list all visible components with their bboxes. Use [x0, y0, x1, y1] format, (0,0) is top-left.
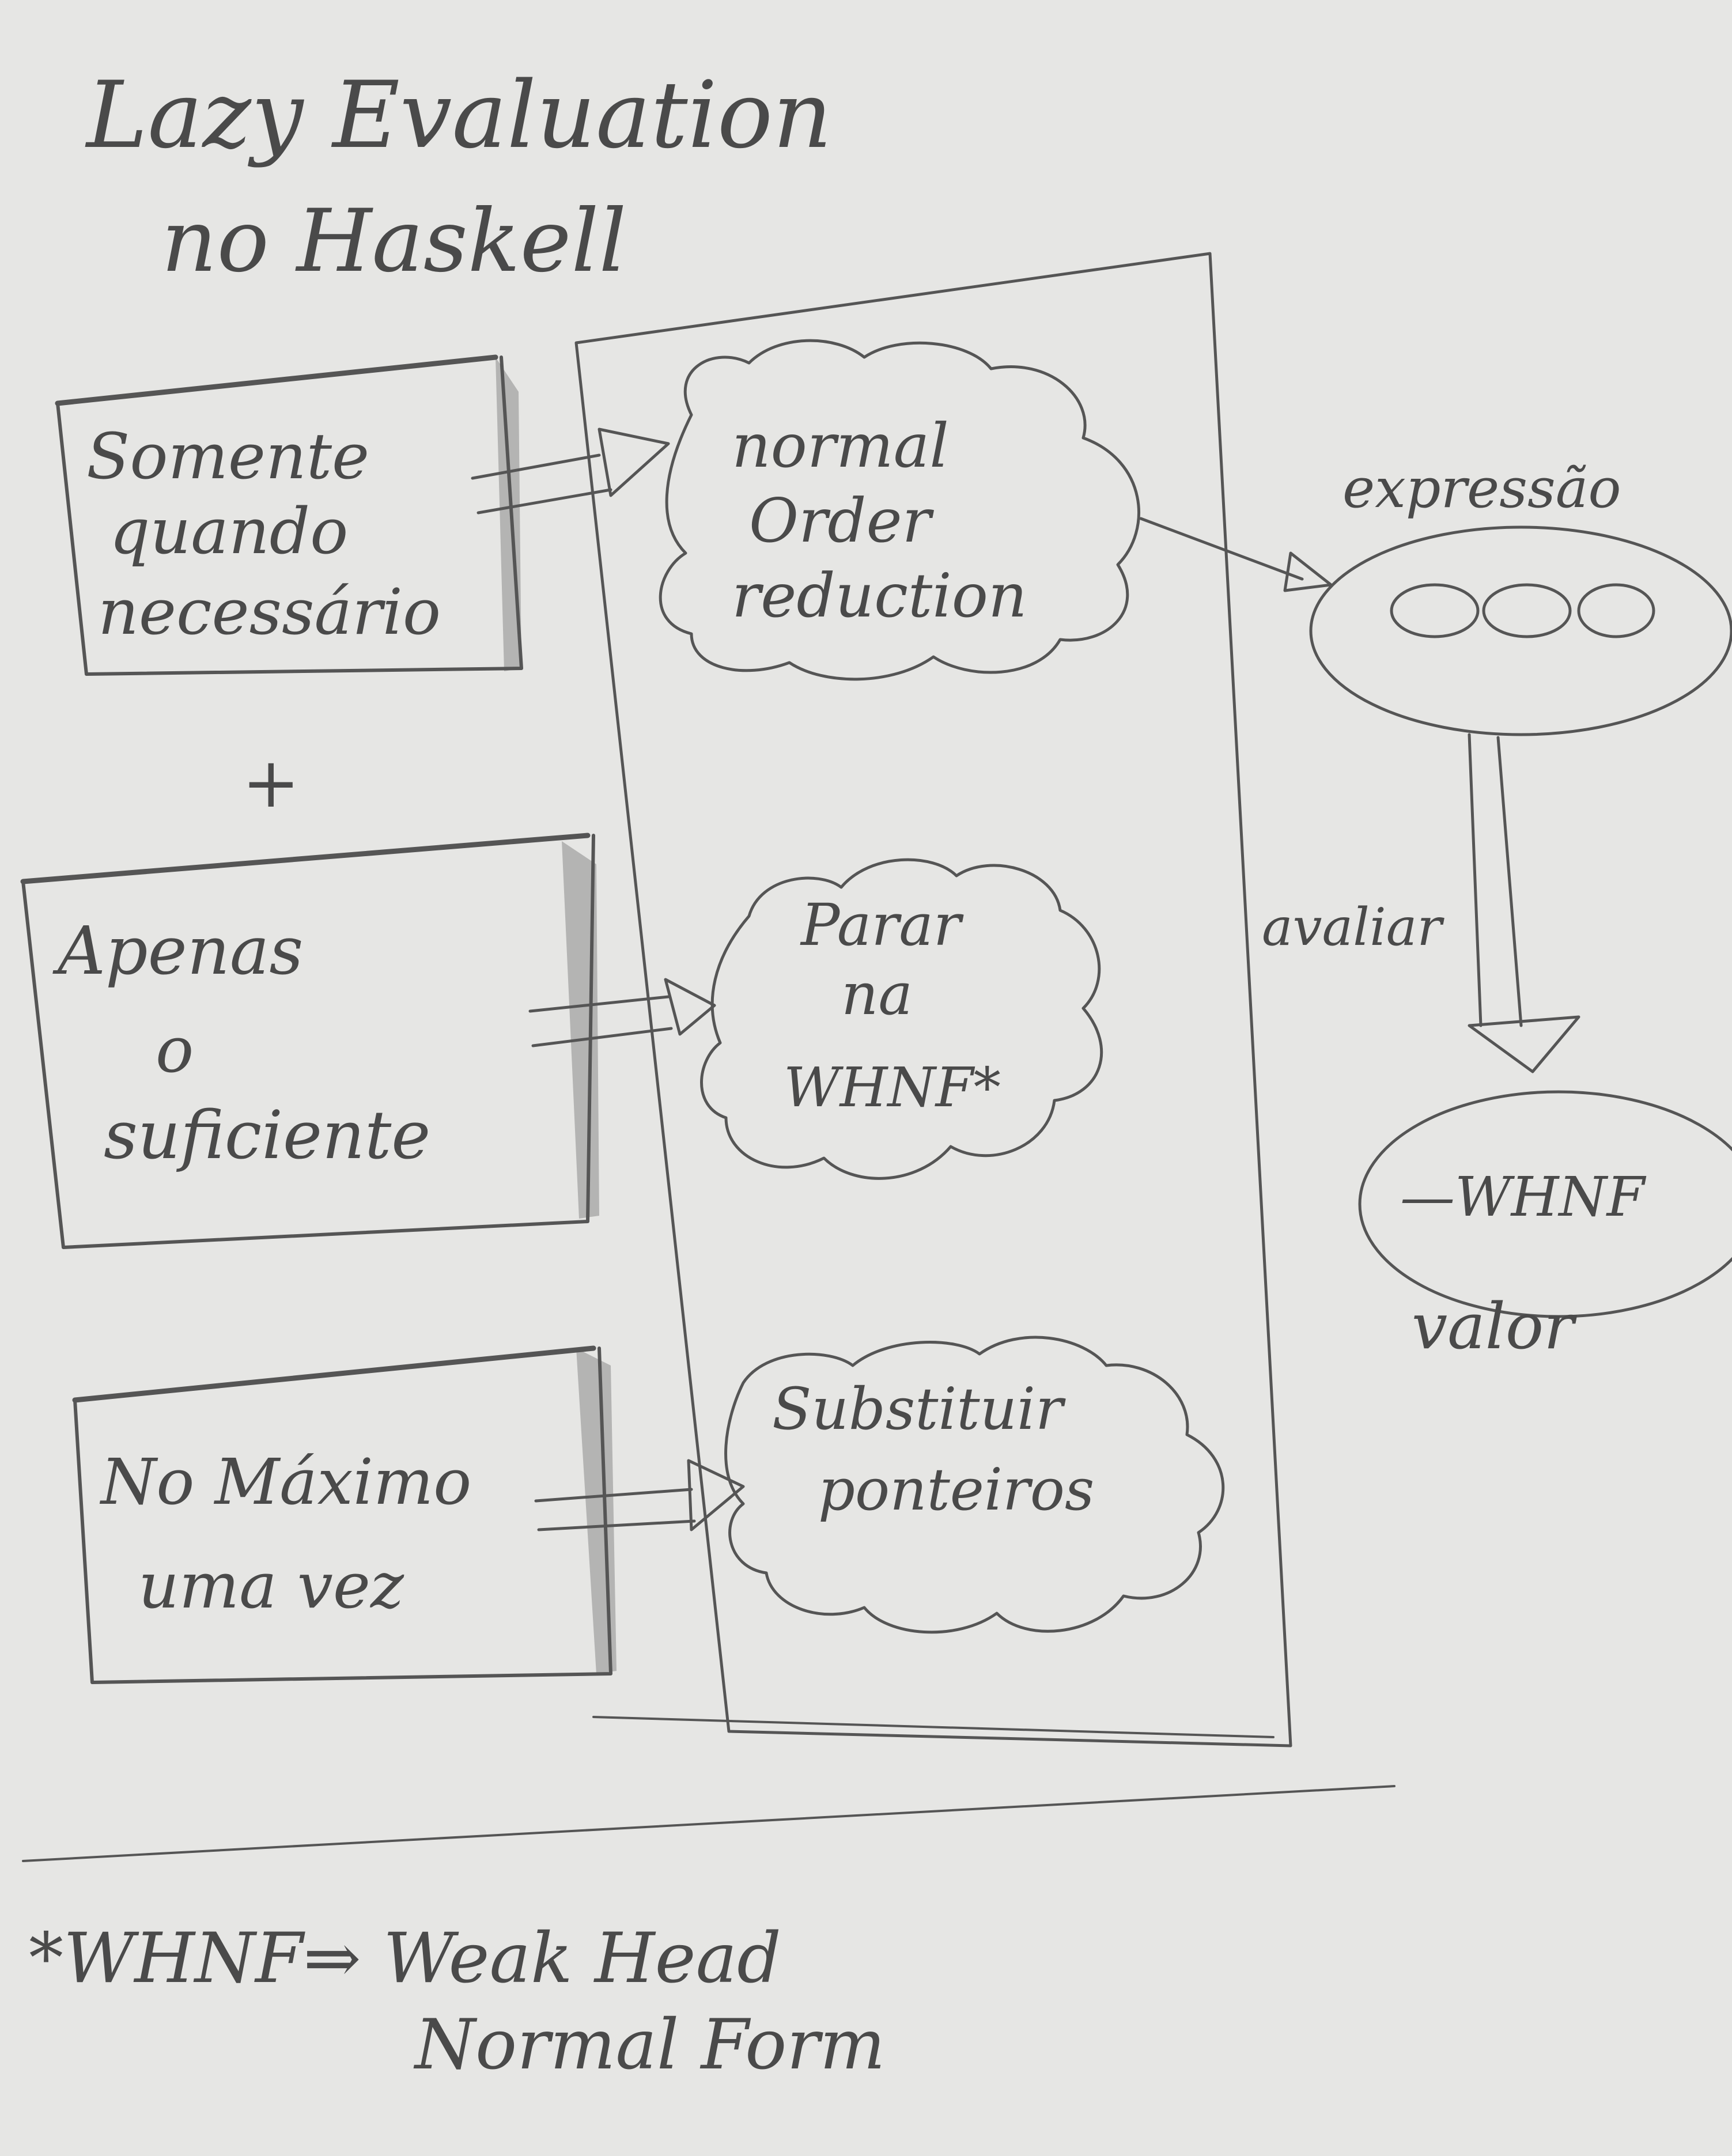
evaluate-label: avaliar	[1262, 897, 1444, 958]
evaluate-arrow: avaliar	[1262, 733, 1580, 1073]
strategy-1-line-1: normal	[732, 411, 949, 481]
strategy-3-line-1: Substituir	[772, 1375, 1066, 1443]
title-line-2: no Haskell	[161, 191, 626, 292]
title-line-1: Lazy Evaluation	[85, 61, 832, 169]
result-node: —WHNF valor	[1358, 1090, 1732, 1363]
strategy-2-line-1: Parar	[800, 891, 964, 959]
plus-sign: +	[242, 743, 300, 823]
strategy-2-line-3: WHNF*	[784, 1056, 1001, 1119]
principle-1-line-1: Somente	[86, 419, 369, 493]
strategy-1-line-3: reduction	[732, 561, 1027, 631]
strategy-cloud-3: Substituir ponteiros	[724, 1336, 1225, 1634]
footnote-line-1: *WHNF⇒ Weak Head	[29, 1919, 781, 1999]
principle-2-line-1: Apenas	[52, 913, 303, 990]
principle-box-2: Apenas o suficiente	[20, 833, 599, 1249]
arrow-principle-1	[471, 428, 670, 515]
principle-3-line-2: uma vez	[138, 1549, 404, 1622]
principle-box-3: No Máximo uma vez	[72, 1345, 617, 1684]
result-label: valor	[1412, 1289, 1578, 1363]
strategy-1-line-2: Order	[749, 486, 935, 556]
strategies-panel	[574, 252, 1292, 1748]
strategy-cloud-1: normal Order reduction	[659, 339, 1140, 681]
strategy-3-line-2: ponteiros	[818, 1456, 1094, 1523]
result-content: —WHNF	[1400, 1166, 1647, 1229]
strategy-cloud-2: Parar na WHNF*	[700, 858, 1103, 1180]
principle-1-line-2: quando	[109, 494, 348, 568]
footnote-divider	[22, 1785, 1396, 1862]
strategy-2-line-2: na	[841, 960, 913, 1028]
principle-2-line-2: o	[156, 1013, 194, 1087]
principle-3-line-1: No Máximo	[99, 1445, 471, 1519]
arrow-principle-2	[528, 978, 716, 1047]
footnote-line-2: Normal Form	[413, 2005, 886, 2085]
principle-box-1: Somente quando necessário	[55, 354, 523, 676]
principle-2-line-3: suficiente	[104, 1097, 430, 1174]
expression-label: expressão	[1343, 457, 1621, 520]
principle-1-line-3: necessário	[98, 575, 441, 649]
arrow-principle-3	[534, 1459, 745, 1531]
expression-node: expressão	[1309, 457, 1732, 736]
arrow-to-expression	[1139, 517, 1333, 592]
